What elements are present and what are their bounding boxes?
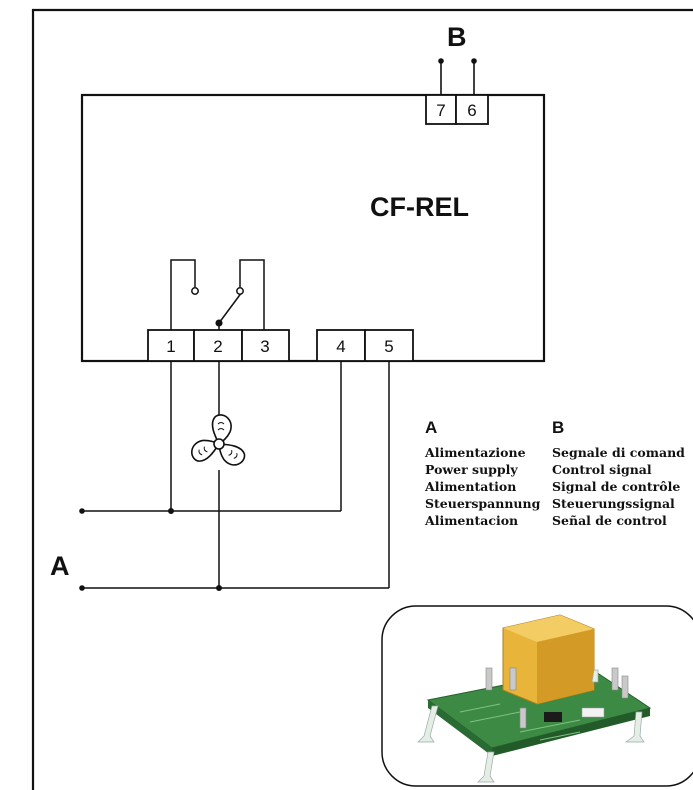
terminal-4-label: 4 — [336, 337, 345, 356]
junction-2 — [216, 585, 222, 591]
legend-b-line: Signal de contrôle — [552, 479, 680, 494]
lead-b-7-dot — [438, 58, 444, 64]
legend-b-line: Segnale di comand — [552, 445, 685, 460]
legend-b-line: Señal de control — [552, 513, 667, 528]
device-box — [80, 93, 546, 363]
terminal-6-box — [455, 94, 489, 125]
junction-1 — [168, 508, 174, 514]
legend-col-a: Alimentazione Power supply Alimentation … — [424, 445, 541, 528]
legend-b-line: Control signal — [552, 462, 652, 477]
terminal-2-box — [193, 329, 243, 362]
legend-a-heading: A — [425, 418, 437, 437]
legend-col-b: Segnale di comand Control signal Signal … — [552, 445, 685, 528]
terminal-7-box — [425, 94, 457, 125]
device-name: CF-REL — [370, 192, 469, 222]
legend-a-line: Power supply — [425, 462, 518, 477]
lead-b-6-dot — [471, 58, 477, 64]
legend-a-line: Alimentacion — [424, 513, 518, 528]
page-frame — [31, 8, 693, 790]
label-a: A — [50, 551, 70, 581]
legend-a-line: Steuerspannung — [425, 496, 541, 511]
legend-b-line: Steuerungssignal — [552, 496, 675, 511]
label-b: B — [447, 22, 467, 52]
terminal-1-box — [147, 329, 195, 362]
power-wiring — [82, 361, 390, 589]
relay-board-photo — [417, 614, 652, 783]
legend-b-heading: B — [552, 418, 564, 437]
relay-contact — [170, 259, 265, 330]
terminal-2-label: 2 — [213, 337, 222, 356]
legend-a-line: Alimentazione — [424, 445, 526, 460]
supply-terminal-bottom — [79, 585, 85, 591]
legend-a-line: Alimentation — [424, 479, 516, 494]
supply-terminal-top — [79, 508, 85, 514]
terminal-5-label: 5 — [384, 337, 393, 356]
terminal-3-box — [241, 329, 290, 362]
terminal-6-label: 6 — [467, 101, 476, 120]
terminal-7-label: 7 — [436, 101, 445, 120]
terminal-4-box — [316, 329, 366, 362]
fan-icon — [191, 414, 246, 466]
terminal-1-label: 1 — [166, 337, 175, 356]
terminal-3-label: 3 — [260, 337, 269, 356]
terminal-5-box — [364, 329, 414, 362]
